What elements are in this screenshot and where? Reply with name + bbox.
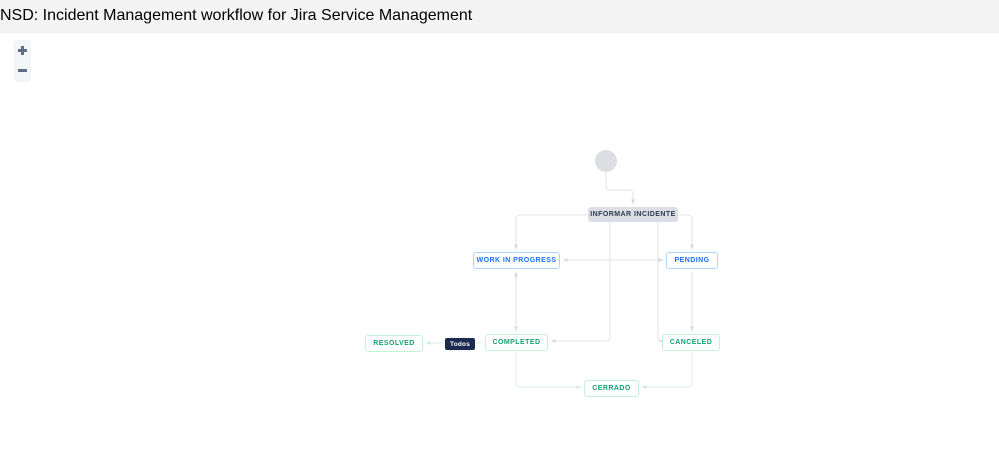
edge-informar-to-pending (677, 214, 695, 250)
app-header: NSD: Incident Management workflow for Ji… (0, 0, 999, 33)
node-canceled[interactable]: CANCELED (662, 334, 720, 351)
workflow-canvas[interactable]: INFORMAR INCIDENTE WORK IN PROGRESS PEND… (0, 34, 999, 469)
edge-start-to-informar (605, 171, 636, 205)
zoom-controls (14, 40, 31, 82)
node-completed[interactable]: COMPLETED (485, 334, 548, 351)
zoom-out-button[interactable] (15, 63, 30, 78)
minus-icon (18, 69, 27, 72)
node-label: WORK IN PROGRESS (476, 257, 557, 264)
plus-icon-vertical (21, 46, 24, 55)
node-label: RESOLVED (373, 340, 415, 347)
node-label: CERRADO (592, 385, 631, 392)
transition-label-text: Todos (450, 340, 471, 348)
zoom-in-button[interactable] (15, 43, 30, 58)
edge-canceled-to-cerrado (641, 351, 693, 390)
page-title: NSD: Incident Management workflow for Ji… (0, 7, 473, 24)
edge-informar-to-wip (513, 214, 589, 250)
node-resolved[interactable]: RESOLVED (365, 335, 423, 352)
node-work-in-progress[interactable]: WORK IN PROGRESS (473, 252, 560, 269)
node-informar-incidente[interactable]: INFORMAR INCIDENTE (588, 207, 678, 222)
node-label: COMPLETED (492, 339, 541, 346)
node-label: PENDING (674, 257, 710, 264)
workflow-start-node[interactable] (595, 150, 617, 172)
workflow-connectors (425, 171, 695, 390)
node-label: CANCELED (669, 339, 713, 346)
edge-informar-to-canceled (657, 221, 664, 344)
edge-informar-to-completed (550, 221, 611, 344)
node-pending[interactable]: PENDING (666, 252, 718, 269)
transition-label-todos[interactable]: Todos (445, 338, 476, 350)
node-cerrado[interactable]: CERRADO (584, 380, 639, 397)
node-label: INFORMAR INCIDENTE (590, 211, 676, 218)
edge-completed-to-cerrado (515, 351, 582, 390)
